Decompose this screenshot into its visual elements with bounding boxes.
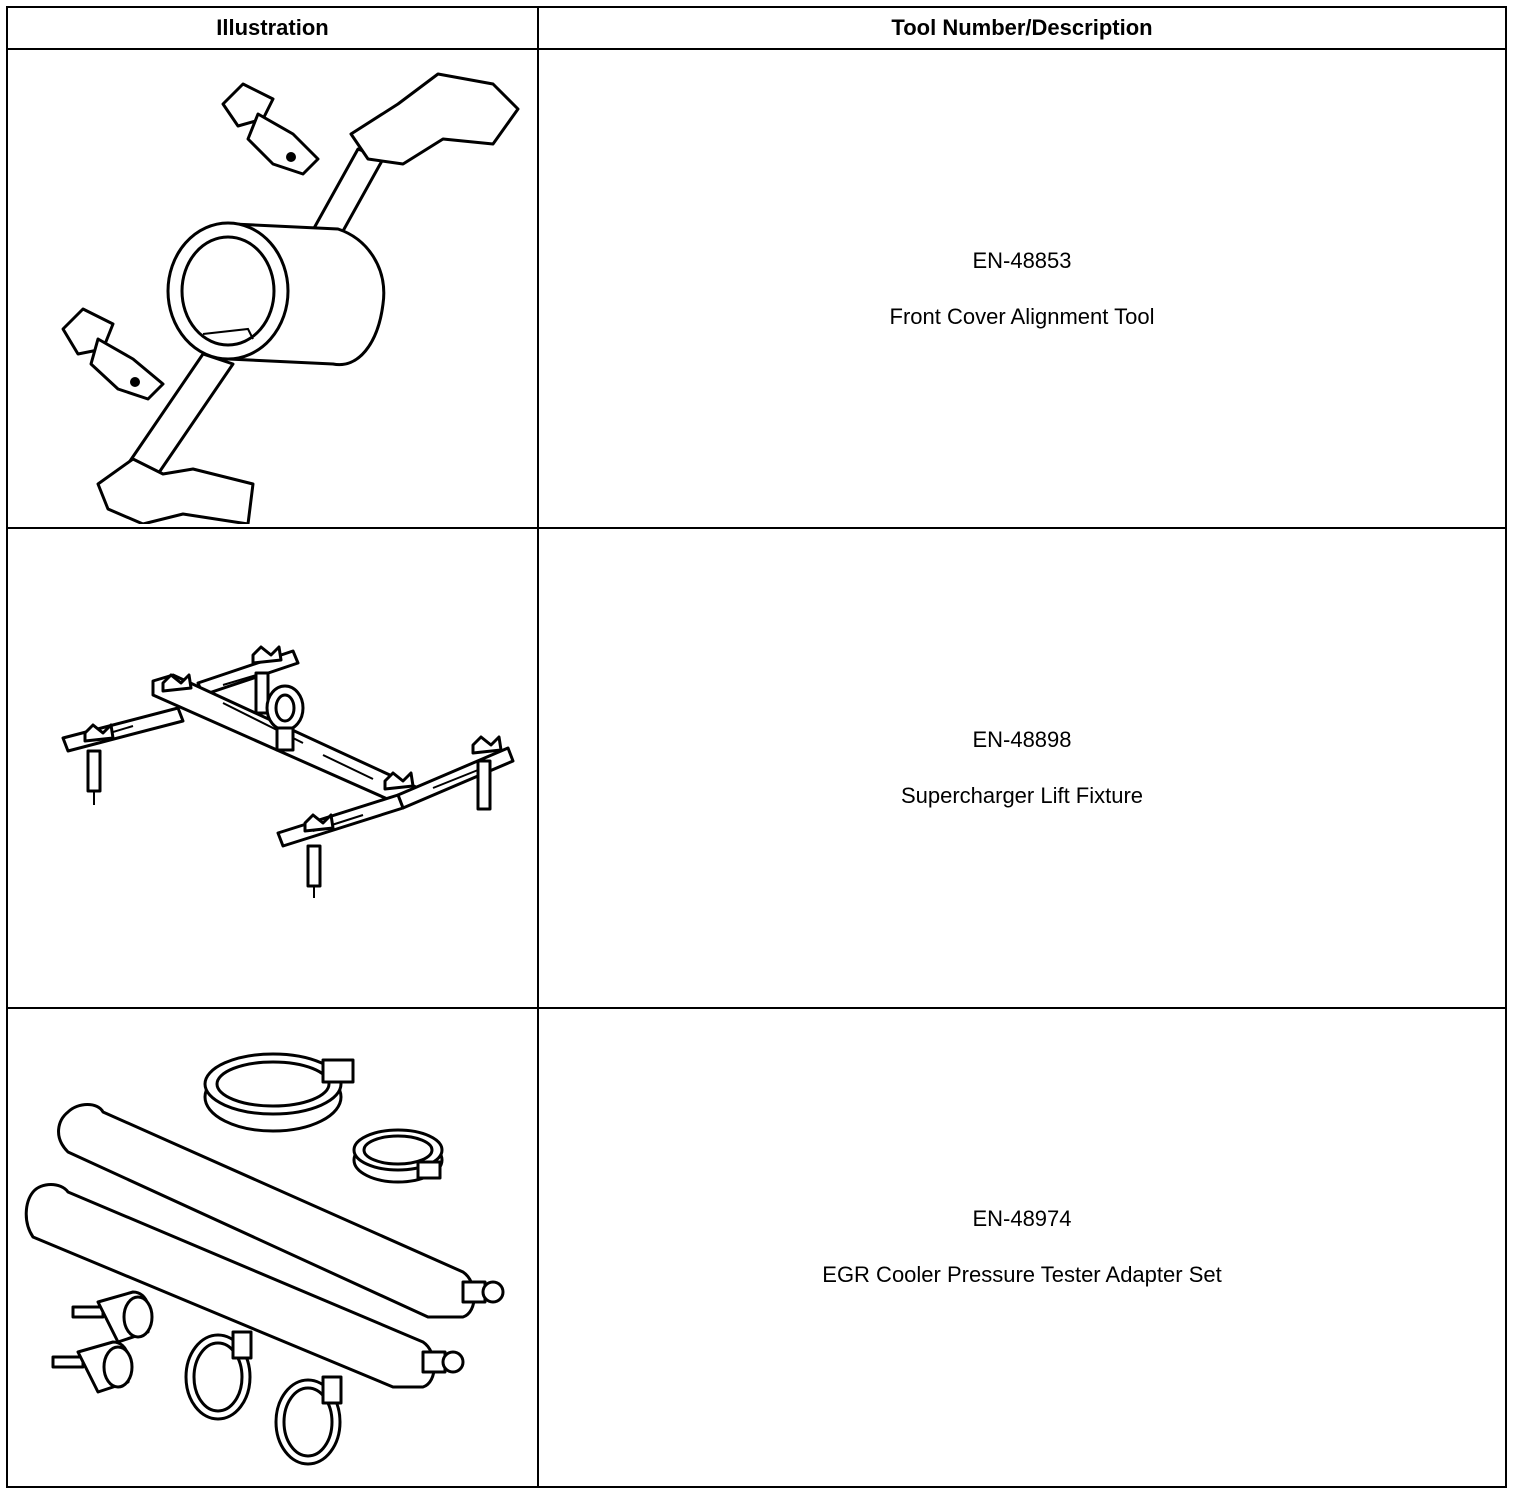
table-row: EN-48898 Supercharger Lift Fixture	[6, 527, 1507, 1009]
header-illustration: Illustration	[6, 6, 539, 50]
front-cover-alignment-tool-icon	[61, 72, 519, 524]
tool-number: EN-48853	[972, 247, 1072, 273]
illustration-cell	[6, 1006, 539, 1489]
header-tool-number-description: Tool Number/Description	[537, 6, 1507, 50]
illustration-cell	[6, 527, 539, 1009]
tool-description: Front Cover Alignment Tool	[889, 303, 1155, 329]
tool-description-cell: EN-48853 Front Cover Alignment Tool	[537, 47, 1507, 530]
tool-description-cell: EN-48974 EGR Cooler Pressure Tester Adap…	[537, 1006, 1507, 1489]
tool-number: EN-48974	[972, 1206, 1072, 1232]
supercharger-lift-fixture-icon	[61, 645, 514, 898]
tool-description: EGR Cooler Pressure Tester Adapter Set	[822, 1262, 1222, 1288]
egr-cooler-adapter-set-icon	[24, 1052, 504, 1466]
tool-description-cell: EN-48898 Supercharger Lift Fixture	[537, 527, 1507, 1009]
table-row: EN-48974 EGR Cooler Pressure Tester Adap…	[6, 1006, 1507, 1489]
special-tools-table: Illustration Tool Number/Description	[6, 6, 1507, 1489]
tool-number: EN-48898	[972, 726, 1072, 752]
table-header-row: Illustration Tool Number/Description	[6, 6, 1507, 50]
illustration-cell	[6, 47, 539, 530]
tool-description: Supercharger Lift Fixture	[900, 782, 1144, 808]
table-row: EN-48853 Front Cover Alignment Tool	[6, 47, 1507, 530]
